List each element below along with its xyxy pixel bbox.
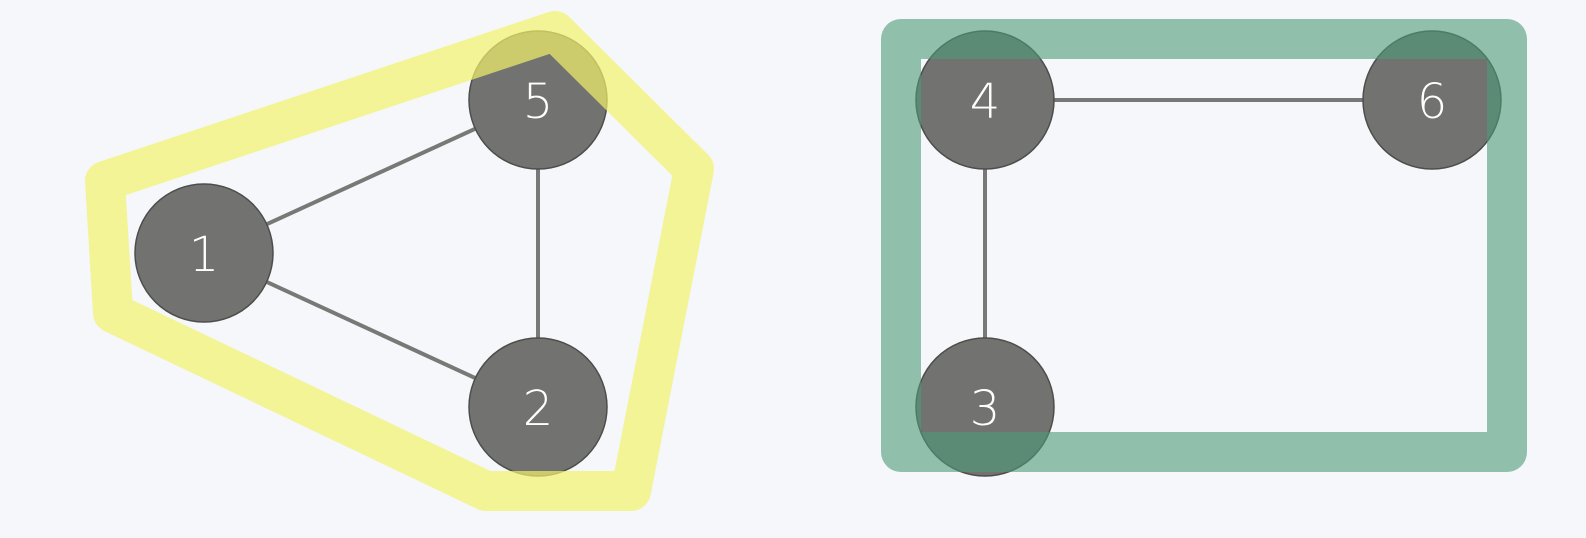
nodes-layer: 1 2 3 4 5 6 <box>134 30 1502 477</box>
groups-layer <box>85 11 1527 511</box>
node-circle <box>134 183 274 323</box>
yellow-group-outline <box>85 11 714 511</box>
node-4: 4 <box>915 30 1055 170</box>
edges-layer <box>203 98 1432 409</box>
node-1: 1 <box>134 183 274 323</box>
node-label: 3 <box>970 381 1001 437</box>
node-label: 1 <box>189 227 220 283</box>
node-label: 6 <box>1417 74 1448 130</box>
node-label: 2 <box>523 381 554 437</box>
node-2: 2 <box>468 337 608 477</box>
node-label: 5 <box>523 74 554 130</box>
green-group-outline <box>881 19 1527 472</box>
node-label: 4 <box>970 74 1001 130</box>
node-6: 6 <box>1362 30 1502 170</box>
